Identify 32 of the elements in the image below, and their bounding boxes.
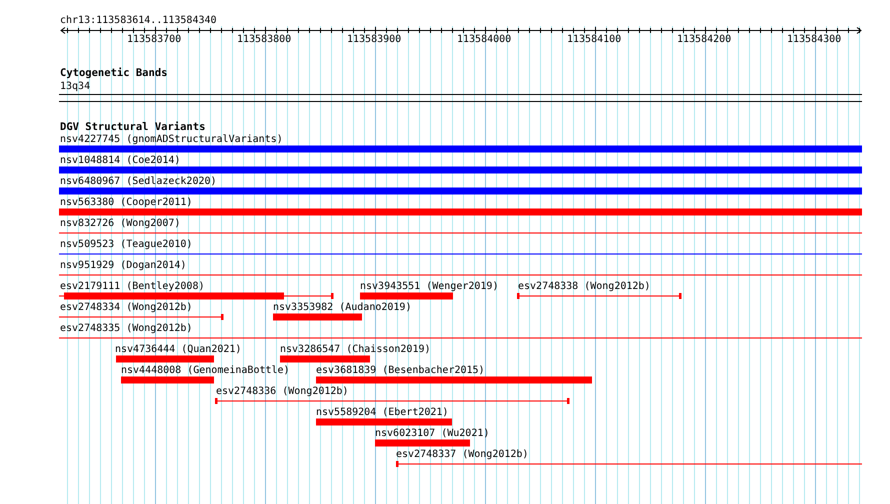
tick-label: 113583900 (347, 34, 402, 46)
variant-label: nsv4736444 (Quan2021) (115, 344, 242, 356)
tick-label: 113584300 (787, 34, 842, 46)
variant-label: nsv6023107 (Wu2021) (375, 428, 490, 440)
variant-label: esv2748338 (Wong2012b) (518, 281, 650, 293)
tick-label: 113584200 (677, 34, 732, 46)
variant-label: nsv6480967 (Sedlazeck2020) (60, 176, 217, 188)
tick-label: 113584000 (457, 34, 512, 46)
variant-label: esv2748337 (Wong2012b) (396, 449, 528, 461)
variant-label: nsv563380 (Cooper2011) (60, 197, 192, 209)
variant-label: nsv5589204 (Ebert2021) (316, 407, 448, 419)
variant-label: nsv4227745 (gnomADStructuralVariants) (60, 134, 283, 146)
band-label: 13q34 (60, 81, 90, 93)
variant-label: nsv951929 (Dogan2014) (60, 260, 186, 272)
variant-label: esv2748335 (Wong2012b) (60, 323, 192, 335)
variant-label: nsv3353982 (Audano2019) (273, 302, 412, 314)
locus-label: chr13:113583614..113584340 (60, 15, 217, 27)
variant-label: nsv3943551 (Wenger2019) (360, 281, 498, 293)
tick-label: 113584100 (567, 34, 622, 46)
variant-label: nsv832726 (Wong2007) (60, 218, 180, 230)
tick-label: 113583700 (127, 34, 182, 46)
track-title: DGV Structural Variants (60, 121, 206, 133)
tick-label: 113583800 (237, 34, 292, 46)
track-title: Cytogenetic Bands (60, 67, 168, 79)
variant-label: nsv1048814 (Coe2014) (60, 155, 180, 167)
variant-label: nsv4448008 (GenomeinaBottle) (121, 365, 290, 377)
variant-label: esv2748334 (Wong2012b) (60, 302, 192, 314)
variant-label: nsv509523 (Teague2010) (60, 239, 192, 251)
variant-label: nsv3286547 (Chaisson2019) (280, 344, 431, 356)
variant-label: esv2748336 (Wong2012b) (216, 386, 348, 398)
variant-label: esv3681839 (Besenbacher2015) (316, 365, 485, 377)
variant-label: esv2179111 (Bentley2008) (60, 281, 204, 293)
